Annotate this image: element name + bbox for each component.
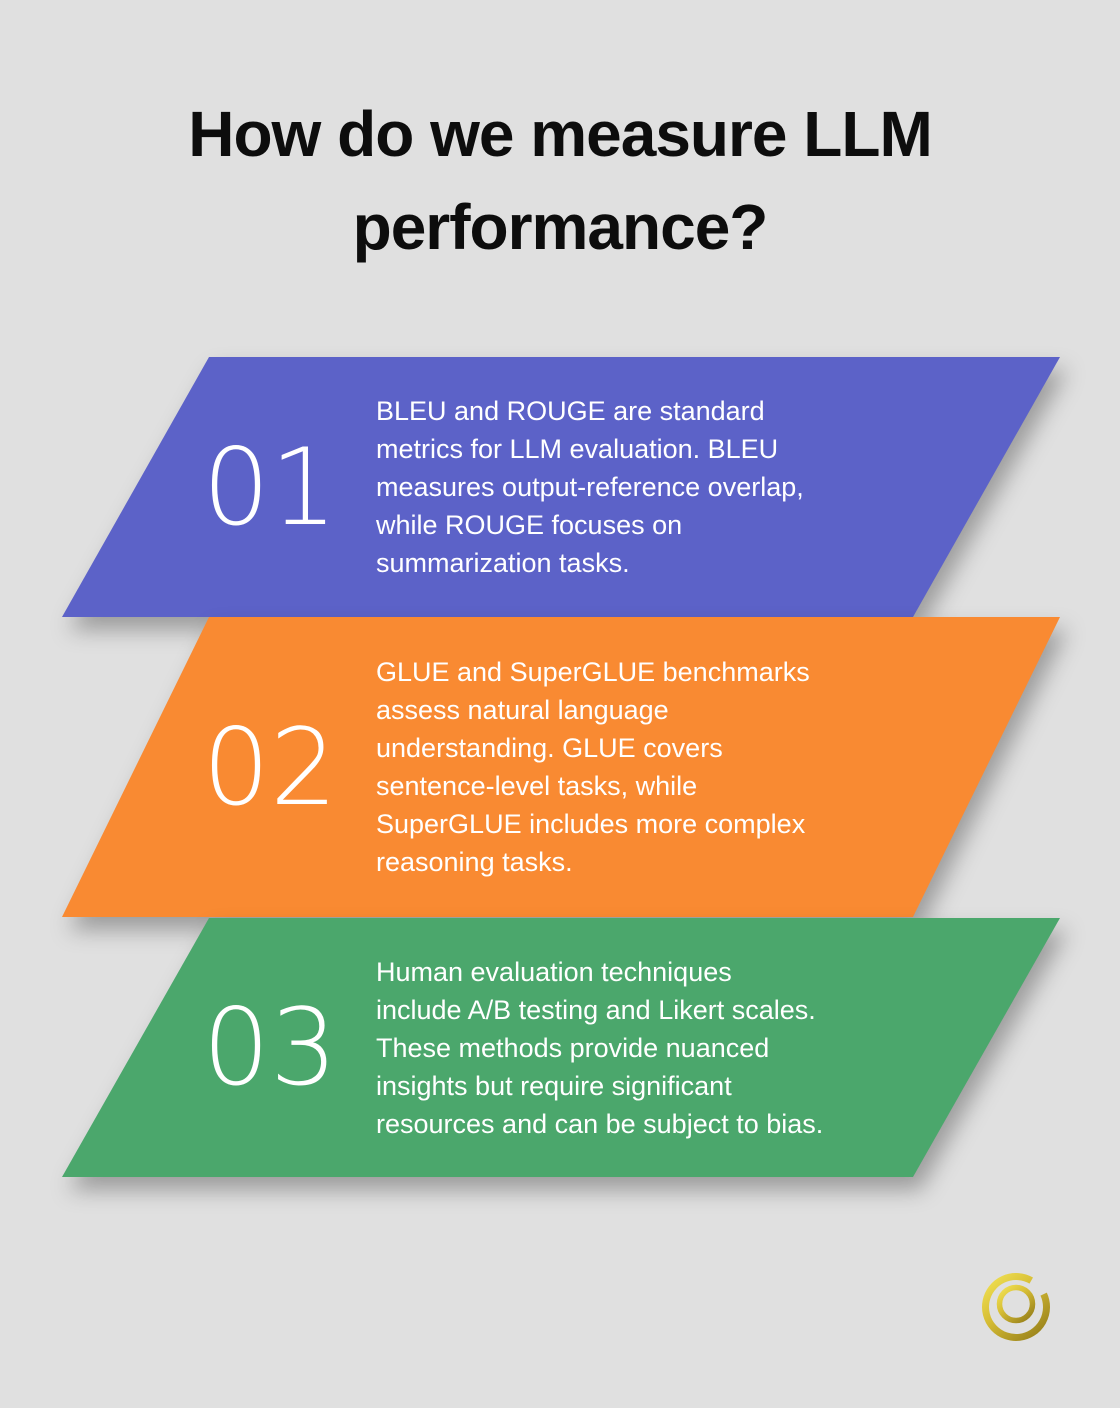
step-text-1: BLEU and ROUGE are standard metrics for …	[376, 396, 804, 578]
step-number-2: 02	[202, 705, 338, 829]
gold-q-logo-icon	[982, 1273, 1050, 1341]
step-banner-3-shape: 03 Human evaluation techniques include A…	[62, 918, 1060, 1177]
step-number-3: 03	[202, 986, 338, 1109]
step-number-1: 01	[202, 425, 338, 549]
step-text-2: GLUE and SuperGLUE benchmarks assess nat…	[376, 657, 810, 877]
step-text-3: Human evaluation techniques include A/B …	[376, 956, 824, 1139]
logo-outer-ring	[982, 1273, 1050, 1341]
step-banner-2: 02 GLUE and SuperGLUE benchmarks assess …	[62, 617, 1060, 917]
step-banner-1: 01 BLEU and ROUGE are standard metrics f…	[62, 357, 1060, 617]
step-banner-3: 03 Human evaluation techniques include A…	[62, 918, 1060, 1177]
page-title: How do we measure LLM performance?	[188, 98, 933, 263]
step-banner-1-shape: 01 BLEU and ROUGE are standard metrics f…	[62, 357, 1060, 617]
step-banner-2-shape: 02 GLUE and SuperGLUE benchmarks assess …	[62, 617, 1060, 917]
